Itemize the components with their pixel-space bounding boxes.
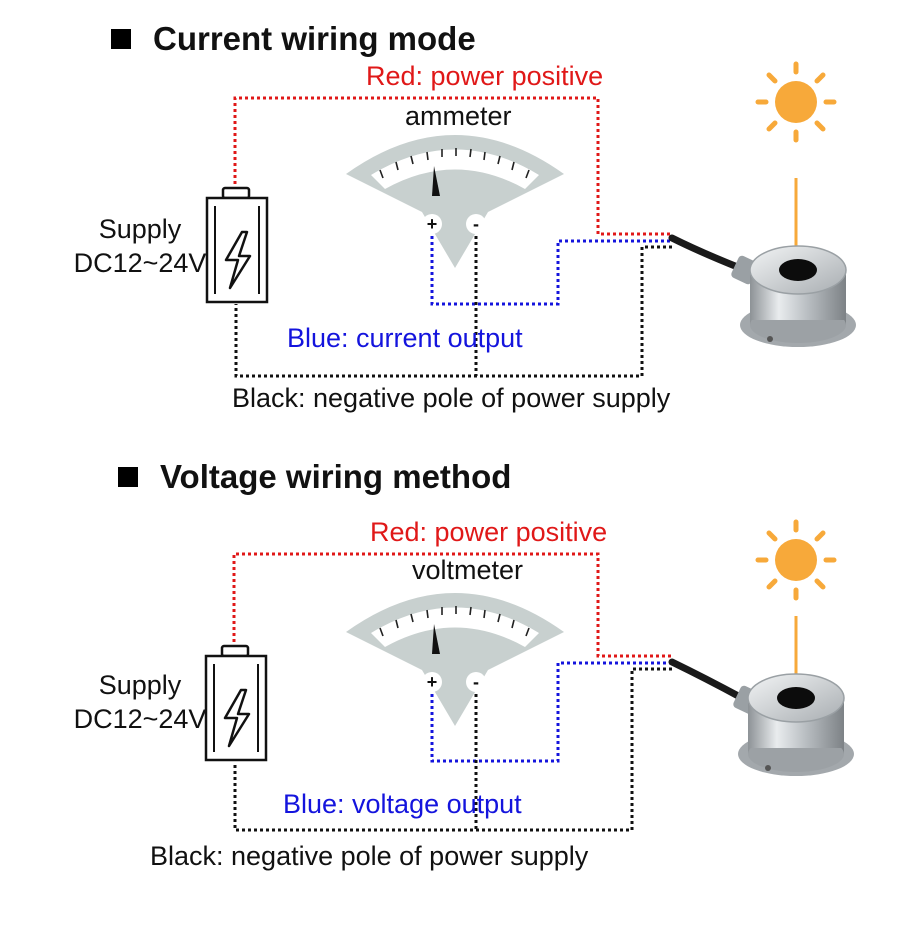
lightning-icon — [223, 688, 251, 748]
blue-wire — [430, 661, 672, 763]
heading-text: Voltage wiring method — [160, 458, 512, 495]
red-wire-label: Red: power positive — [370, 517, 608, 547]
black-wire-label: Black: negative pole of power supply — [150, 841, 589, 871]
section-heading: Voltage wiring method — [118, 458, 511, 496]
blue-wire-label: Blue: voltage output — [283, 789, 522, 819]
battery-icon — [204, 644, 268, 762]
section-heading: Current wiring mode — [111, 20, 476, 58]
supply-line-1: Supply — [98, 214, 182, 244]
meter-icon — [346, 135, 564, 268]
sun-icon — [755, 519, 837, 601]
red-wire — [232, 552, 672, 658]
sensor-icon — [668, 234, 856, 347]
battery-icon — [205, 186, 269, 304]
square-bullet-icon — [111, 29, 131, 49]
voltage-wiring-diagram: + - — [204, 519, 854, 832]
heading-text: Current wiring mode — [153, 20, 476, 57]
meter-icon — [346, 593, 564, 726]
black-wire — [233, 667, 672, 832]
supply-line-2: DC12~24V — [73, 248, 207, 278]
blue-wire-label: Blue: current output — [287, 323, 523, 353]
red-wire-label: Red: power positive — [366, 61, 604, 91]
voltage-wiring-section: + - — [0, 458, 900, 928]
current-wiring-diagram: + - — [205, 61, 856, 378]
terminal-minus: - — [473, 214, 479, 234]
meter-label: voltmeter — [412, 555, 524, 585]
blue-wire — [430, 224, 672, 306]
supply-label: Supply DC12~24V — [72, 212, 208, 280]
terminal-plus: + — [427, 214, 438, 234]
red-wire — [233, 96, 672, 236]
sensor-icon — [668, 658, 854, 776]
square-bullet-icon — [118, 467, 138, 487]
terminal-minus: - — [473, 672, 479, 692]
supply-label: Supply DC12~24V — [72, 668, 208, 736]
supply-line-2: DC12~24V — [73, 704, 207, 734]
sun-icon — [755, 61, 837, 143]
black-wire — [234, 224, 672, 378]
lightning-icon — [224, 230, 252, 290]
meter-label: ammeter — [405, 101, 512, 131]
current-wiring-section: + - — [72, 20, 856, 413]
black-wire-label: Black: negative pole of power supply — [232, 383, 671, 413]
supply-line-1: Supply — [98, 670, 182, 700]
terminal-plus: + — [427, 672, 438, 692]
